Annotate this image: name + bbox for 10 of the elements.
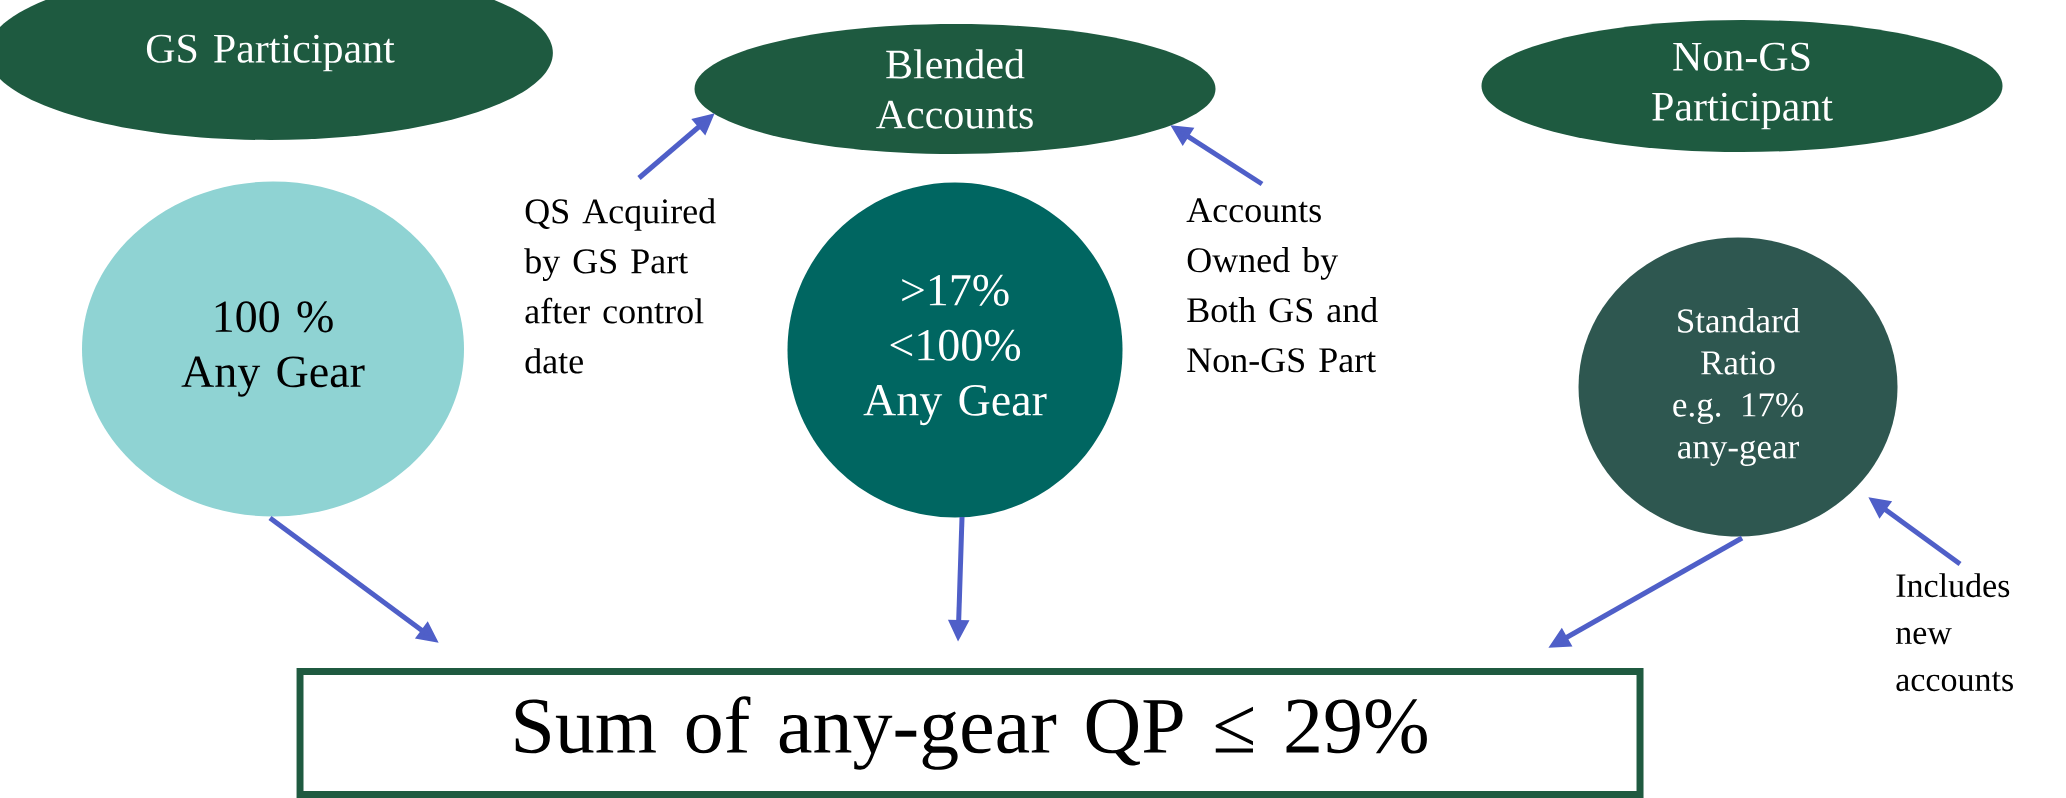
annotation-text: Includes new accounts bbox=[1896, 573, 2013, 692]
oval-label: Non-GS Participant bbox=[1481, 20, 2003, 152]
circle-node: >17% <100% Any Gear bbox=[787, 182, 1123, 518]
circle-node: 100 % Any Gear bbox=[82, 181, 464, 517]
annotation-text: Accounts Owned by Both GS and Non-GS Part bbox=[1186, 198, 1378, 373]
oval-label: GS Participant bbox=[0, 0, 553, 140]
annotation-text: QS Acquired by GS Part after control date bbox=[524, 198, 716, 374]
result-box: Sum of any-gear QP ≤ 29% bbox=[296, 668, 1644, 798]
circle-node: Standard Ratio e.g. 17% any-gear bbox=[1578, 237, 1898, 537]
oval-label: Blended Accounts bbox=[694, 24, 1216, 154]
